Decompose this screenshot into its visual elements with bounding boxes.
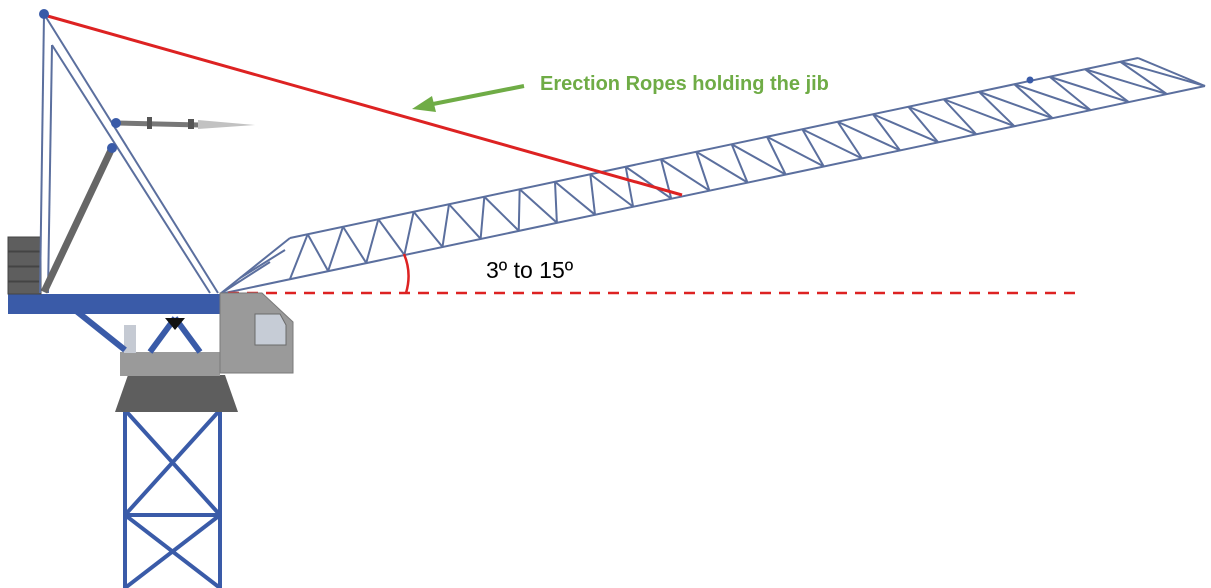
jib-root-tie [239, 249, 286, 279]
jib-web-member [907, 106, 939, 143]
jib-web-member [978, 91, 1016, 127]
jib-web-member [517, 189, 521, 231]
jib-web-member [365, 218, 380, 264]
angle-label: 3º to 15º [486, 257, 574, 283]
slewing-platform [120, 352, 220, 376]
jib-web-member [589, 173, 634, 208]
jib-web-member [978, 90, 1053, 120]
jib-web-member [448, 203, 482, 240]
jib-web-member [1084, 68, 1168, 95]
jib-web-member [907, 105, 977, 136]
rope-label: Erection Ropes holding the jib [540, 73, 829, 95]
jib-web-member [412, 211, 444, 248]
jib-web-member [289, 233, 309, 280]
jib-web-member [483, 196, 520, 232]
jib-web-member [327, 226, 344, 272]
jib-web-member [660, 158, 710, 192]
jib-web-member [403, 211, 415, 256]
jib-web-member [554, 180, 596, 216]
platform-struts [73, 307, 203, 354]
jib-web-member [306, 233, 329, 272]
jib-web-member [801, 128, 863, 160]
ram-pin [107, 143, 117, 153]
jib-web-member [1119, 60, 1168, 95]
jib-web-member [554, 181, 558, 223]
jib-web-member [942, 98, 977, 135]
angle-arc [402, 253, 410, 294]
jib-web-member [766, 136, 787, 175]
jib-web-member [872, 113, 901, 151]
jib-web-member [625, 165, 672, 200]
jib-web-member [342, 226, 368, 264]
a-frame [39, 13, 219, 294]
jib-web-member [624, 166, 635, 207]
lattice-jib [219, 57, 1206, 295]
jib-web-member [1049, 75, 1092, 111]
jib-web-member [1084, 68, 1130, 103]
operator-cab [219, 292, 294, 374]
small-post [124, 325, 136, 353]
jib-web-member [1049, 75, 1130, 104]
jib-web-member [1014, 83, 1091, 112]
jib-web-member [943, 98, 1015, 128]
jib-web-member [730, 143, 749, 183]
jib-web-member [836, 121, 863, 159]
jib-web-member [801, 128, 825, 167]
jib-web-member [837, 120, 901, 152]
jib-web-member [695, 151, 711, 191]
jib-web-member [766, 135, 825, 168]
slewing-base [115, 375, 238, 412]
tower-mast [123, 408, 222, 588]
jib-root-tie [219, 261, 271, 295]
jib-web-member [518, 188, 558, 224]
counterweights [7, 236, 42, 295]
jib-web-member [695, 150, 749, 184]
jib-web-member [731, 143, 787, 176]
jib-web-member [1120, 60, 1206, 87]
jib-web-member [872, 113, 939, 144]
jib-top-pin [1026, 76, 1034, 84]
jib-web-member [441, 204, 450, 247]
rope-top-pin [39, 9, 49, 19]
tool-rod [111, 117, 255, 129]
jib-web-member [589, 174, 596, 215]
jib-web-member [479, 196, 486, 239]
luffing-ram [40, 146, 116, 294]
erection-rope [43, 13, 683, 197]
pivot-block [165, 318, 185, 330]
counter-jib-platform [8, 294, 228, 314]
label-arrow [412, 84, 525, 112]
jib-web-member [377, 218, 406, 256]
jib-web-member [1013, 83, 1054, 119]
